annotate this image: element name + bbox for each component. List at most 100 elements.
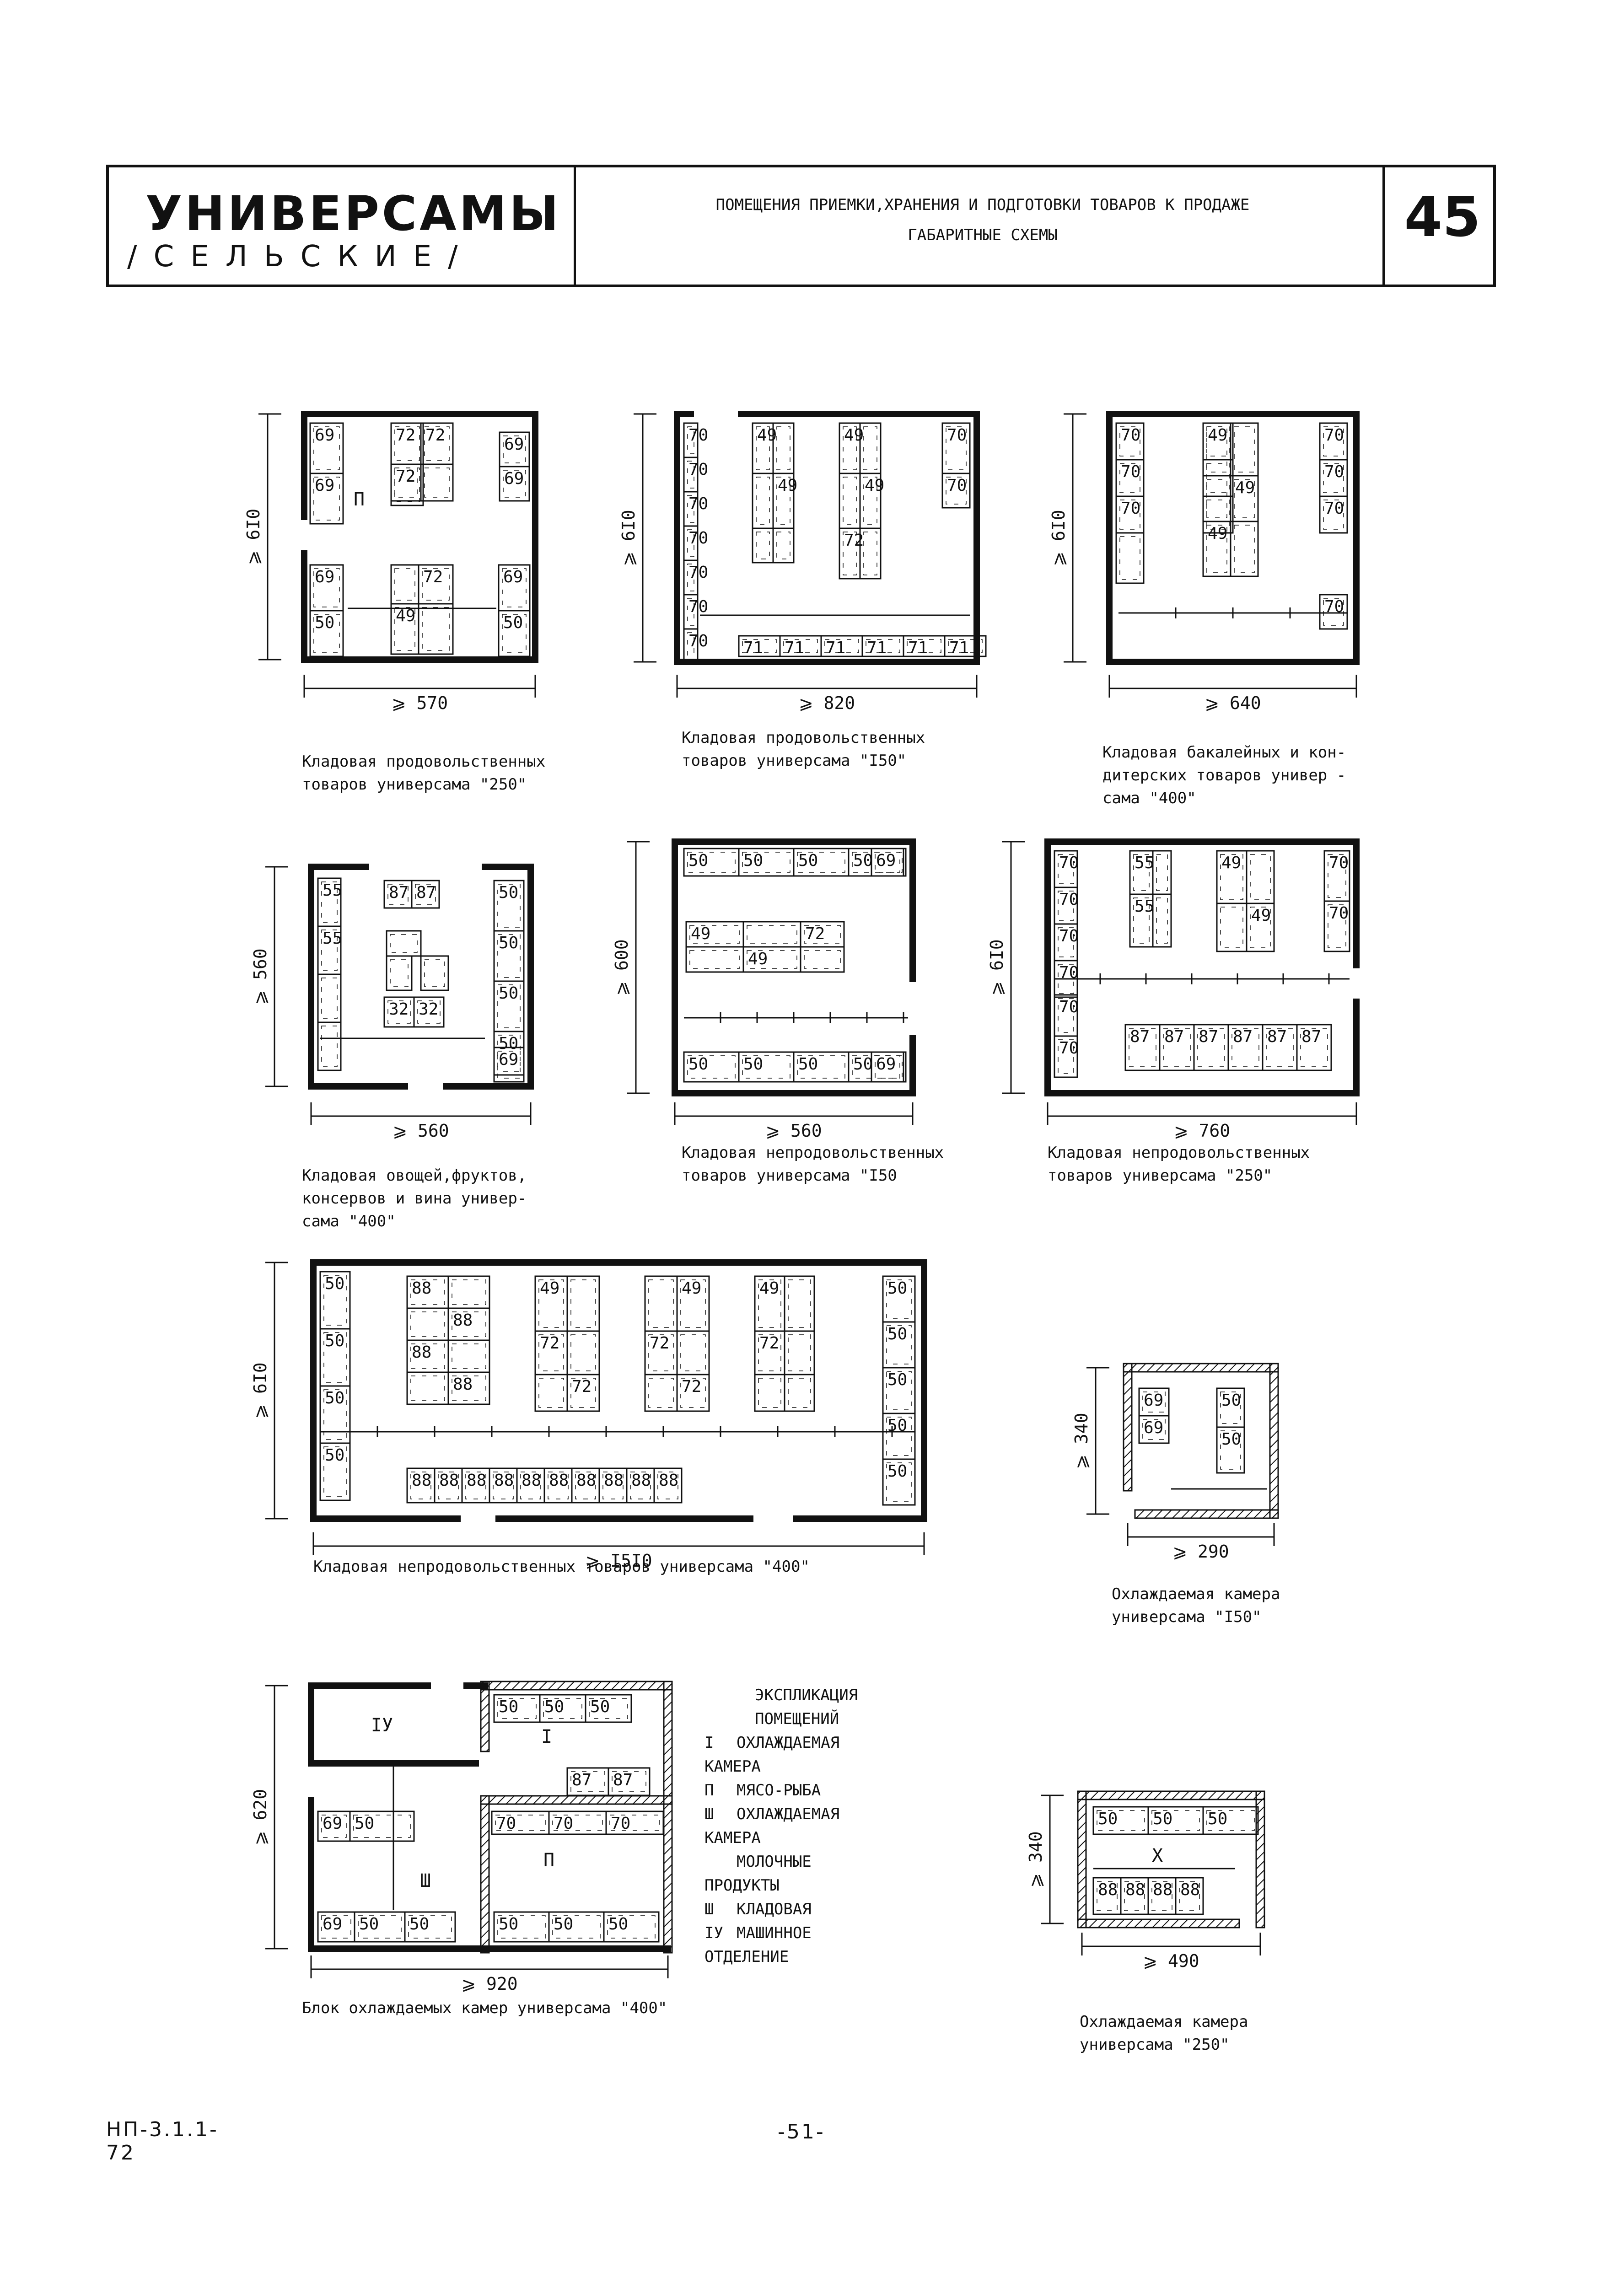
fixture-number: 88 [412,1471,431,1490]
dimension-label: ⩾ 290 [1172,1542,1229,1562]
fixture-outline [1323,500,1344,530]
fixture-number: 88 [1180,1880,1200,1899]
fixture [406,1371,449,1405]
fixture-outline [843,426,857,470]
fixture-outline [1156,897,1168,944]
fixture [1175,1877,1204,1915]
legend-text: МЯСО-РЫБА [737,1781,821,1800]
fixture-outline [538,1279,564,1328]
fixture-number: 50 [798,1055,818,1074]
fixture-number: 69 [504,469,524,488]
fixture-number: 50 [499,1697,518,1716]
fixture-outline [390,959,409,987]
fixture-number: 50 [499,984,518,1003]
fixture-outline [1266,1028,1294,1067]
fixture [566,1374,600,1412]
legend-num: IУ [704,1924,723,1942]
fixture-outline [680,1378,706,1408]
fixture [784,1275,815,1332]
fixture [784,1330,815,1375]
fixture-outline [687,529,694,557]
fixture-outline [538,1334,564,1371]
fixture [784,1374,815,1412]
dimension-label: ⩾ 340 [1026,1831,1046,1887]
fixture-outline [1119,536,1140,580]
fixture-number: 87 [613,1771,633,1789]
fixture [859,527,882,580]
fixture-outline [570,1334,596,1371]
fixture-outline [323,1389,347,1440]
fixture-number: 50 [590,1697,610,1716]
fixture-outline [1323,463,1344,493]
fixture-number: 72 [423,568,443,586]
insulated-wall [1134,1509,1279,1519]
fixture-number: 55 [323,881,342,900]
fixture-outline [452,1279,486,1305]
insulated-wall [1123,1363,1279,1373]
fixture-outline [552,1915,601,1939]
fixture [1230,422,1259,477]
fixture-number: 50 [798,851,818,870]
fixture-number: 88 [604,1471,624,1490]
dimension-label: ⩾ 6I0 [618,510,639,566]
dimension-label: ⩾ 560 [765,1121,822,1141]
fixture-outline [497,884,521,928]
room-label: IУ [371,1715,393,1736]
fixture-outline [323,1446,347,1497]
caption-cold-block-400: Блок охлаждаемых камер универсама "400" [302,1999,667,2017]
dimension-label: ⩾ 340 [1071,1413,1092,1469]
insulated-wall [1077,1790,1265,1800]
fixture-number: 71 [949,639,969,657]
fixture-outline [321,978,338,1019]
fixture-number: 70 [1329,854,1349,872]
fixture-outline [422,568,450,601]
fixture [1054,1035,1078,1078]
fixture-number: 70 [947,476,967,495]
legend-text: ОХЛАЖДАЕМАЯ КАМЕРА [704,1805,840,1847]
fixture-outline [321,881,338,923]
fixture-number: 88 [412,1343,431,1362]
fixture-number: 87 [1301,1027,1321,1046]
fixture-number: 70 [1324,499,1344,518]
fixture-outline [863,426,877,470]
fixture-outline [1328,854,1346,898]
fixture-number: 50 [887,1325,907,1343]
fixture-number: 49 [1208,426,1227,445]
fixture-number: 69 [315,568,334,586]
fixture-number: 50 [503,613,523,632]
dimension-label: ⩾ 490 [1143,1951,1199,1971]
fixture-number: 72 [396,426,415,445]
dimension-label: ⩾ 6I0 [250,1362,270,1418]
fixture-number: 88 [631,1471,651,1490]
fixture-number: 50 [359,1915,379,1934]
fixture-outline [788,1279,811,1328]
fixture-outline [1179,1881,1200,1911]
dimension-label: ⩾ 620 [250,1789,270,1845]
fixture-outline [1234,426,1255,473]
fixture-number: 88 [412,1279,431,1298]
fixture-number: 69 [504,435,524,454]
fixture-outline [387,1000,411,1024]
legend-item: МОЛОЧНЫЕ ПРОДУКТЫ [704,1850,858,1897]
fixture-number: 49 [865,476,884,495]
fixture-number: 88 [576,1471,596,1490]
fixture-number: 50 [887,1370,907,1389]
fixture [1216,1426,1245,1474]
fixture-number: 50 [325,1446,344,1465]
fixture-outline [680,1279,706,1328]
fixture-outline [797,1055,845,1079]
fixture-outline [520,1472,541,1499]
fixture-outline [680,1334,706,1371]
caption-grocery-storage-400: Кладовая бакалейных и кон- дитерских тов… [1102,743,1346,807]
fixture-outline [1206,500,1230,530]
fixture-outline [886,1325,912,1364]
fixture [447,1371,490,1405]
fixture-number: 88 [467,1471,486,1490]
fixture-outline [747,950,797,969]
fixture-outline [687,461,694,489]
fixture-outline [394,426,420,461]
fixture-number: 50 [325,1389,344,1407]
fixture [447,1275,490,1309]
fixture-outline [804,925,841,944]
legend-num: Ш [704,1805,714,1823]
